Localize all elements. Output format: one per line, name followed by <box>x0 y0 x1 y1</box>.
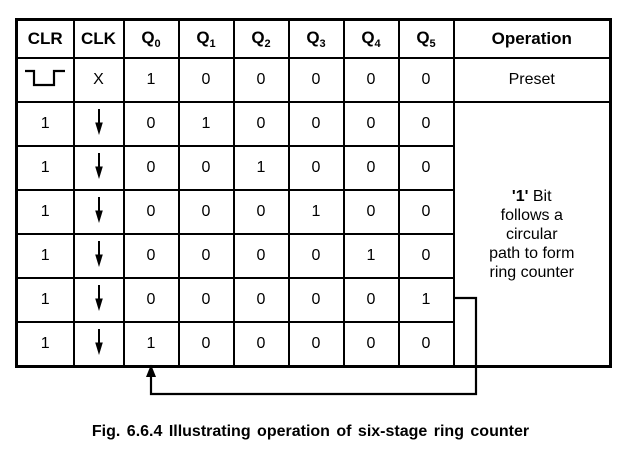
cell-r1-q3: 0 <box>287 101 345 147</box>
cell-r3-q2: 0 <box>232 189 290 235</box>
header-clk: CLK <box>72 18 125 59</box>
cell-r1-q4: 0 <box>342 101 400 147</box>
cell-r5-q3: 0 <box>287 277 345 323</box>
cell-r5-q4: 0 <box>342 277 400 323</box>
note-line-3: circular <box>505 225 558 243</box>
cell-r1-q5: 0 <box>397 101 455 147</box>
cell-r5-q5: 1 <box>397 277 455 323</box>
cell-r1-clk <box>72 101 125 147</box>
cell-r2-q5: 0 <box>397 145 455 191</box>
cell-r4-q0: 0 <box>122 233 180 279</box>
table-row-preset: X 1 0 0 0 0 0 Preset <box>15 57 612 103</box>
note-line-2: follows a <box>500 206 563 224</box>
cell-r3-q4: 0 <box>342 189 400 235</box>
cell-r6-q4: 0 <box>342 321 400 368</box>
q5-subscript: 5 <box>429 38 436 50</box>
cell-operation-preset: Preset <box>452 57 612 103</box>
cell-clr-pulse <box>15 57 75 103</box>
cell-r0-q0: 1 <box>122 57 180 103</box>
cell-r5-clr: 1 <box>15 277 75 323</box>
table-row: 1 0 0 1 0 0 0 <box>15 145 611 191</box>
cell-r4-clr: 1 <box>15 233 75 279</box>
table-row: 1 0 0 0 1 0 0 <box>15 189 611 235</box>
cell-r4-q3: 0 <box>287 233 345 279</box>
cell-r1-q0: 0 <box>122 101 180 147</box>
table-row: 1 0 1 0 0 0 0 '1' Bit follows a circular… <box>15 101 612 368</box>
cell-r3-q0: 0 <box>122 189 180 235</box>
cell-r6-q5: 0 <box>397 321 455 368</box>
cell-r1-q2: 0 <box>232 101 290 147</box>
note-line-5: ring counter <box>489 263 575 281</box>
cell-r1-clr: 1 <box>15 101 75 147</box>
ring-counter-table: CLR CLK Q0 Q1 Q2 Q3 Q4 Q5 Operation X 1 … <box>15 18 612 368</box>
note-line-4: path to form <box>489 244 575 262</box>
cell-r0-q2: 0 <box>232 57 290 103</box>
cell-r6-clr: 1 <box>15 321 75 368</box>
cell-r2-clr: 1 <box>15 145 75 191</box>
cell-r6-clk <box>72 321 125 368</box>
cell-r4-clk <box>72 233 125 279</box>
cell-r3-q5: 0 <box>397 189 455 235</box>
cell-r2-q1: 0 <box>177 145 235 191</box>
cell-r2-q4: 0 <box>342 145 400 191</box>
header-q5: Q5 <box>397 18 455 59</box>
cell-r2-q2: 1 <box>232 145 290 191</box>
header-q1: Q1 <box>177 18 235 59</box>
cell-r1-q1: 1 <box>177 101 235 147</box>
cell-r0-q4: 0 <box>342 57 400 103</box>
header-operation: Operation <box>452 18 612 59</box>
q1-subscript: 1 <box>209 38 216 50</box>
cell-r6-q1: 0 <box>177 321 235 368</box>
header-q2: Q2 <box>232 18 290 59</box>
figure-caption: Fig. 6.6.4 Illustrating operation of six… <box>91 423 530 440</box>
cell-r3-clr: 1 <box>15 189 75 235</box>
down-arrow-icon <box>94 196 103 223</box>
cell-r4-q4: 1 <box>342 233 400 279</box>
q3-subscript: 3 <box>319 38 326 50</box>
cell-r3-q1: 0 <box>177 189 235 235</box>
header-q4: Q4 <box>342 18 400 59</box>
cell-r4-q1: 0 <box>177 233 235 279</box>
cell-r4-q2: 0 <box>232 233 290 279</box>
cell-r6-q0: 1 <box>122 321 180 368</box>
cell-r2-clk <box>72 145 125 191</box>
cell-r5-q2: 0 <box>232 277 290 323</box>
down-arrow-icon <box>94 284 103 311</box>
cell-r5-clk <box>72 277 125 323</box>
cell-operation-note: '1' Bit follows a circular path to form … <box>452 101 612 368</box>
negative-pulse-icon <box>25 69 66 86</box>
q0-subscript: 0 <box>154 38 161 50</box>
q4-subscript: 4 <box>374 38 381 50</box>
cell-r2-q3: 0 <box>287 145 345 191</box>
table-row: 1 0 0 0 0 1 0 <box>15 233 611 279</box>
down-arrow-icon <box>94 108 103 135</box>
cell-r0-q5: 0 <box>397 57 455 103</box>
cell-r5-q0: 0 <box>122 277 180 323</box>
down-arrow-icon <box>94 152 103 179</box>
cell-r0-q1: 0 <box>177 57 235 103</box>
cell-r4-q5: 0 <box>397 233 455 279</box>
header-q3: Q3 <box>287 18 345 59</box>
cell-r3-q3: 1 <box>287 189 345 235</box>
cell-r0-q3: 0 <box>287 57 345 103</box>
cell-r6-q3: 0 <box>287 321 345 368</box>
cell-r6-q2: 0 <box>232 321 290 368</box>
cell-r5-q1: 0 <box>177 277 235 323</box>
header-q0: Q0 <box>122 18 180 59</box>
cell-r2-q0: 0 <box>122 145 180 191</box>
header-row: CLR CLK Q0 Q1 Q2 Q3 Q4 Q5 Operation <box>15 18 612 59</box>
header-clr: CLR <box>15 18 75 59</box>
note-line-1: '1' Bit <box>511 187 552 205</box>
q2-subscript: 2 <box>264 38 271 50</box>
down-arrow-icon <box>94 240 103 267</box>
cell-r3-clk <box>72 189 125 235</box>
cell-clk-x: X <box>72 57 125 103</box>
down-arrow-icon <box>94 328 103 355</box>
